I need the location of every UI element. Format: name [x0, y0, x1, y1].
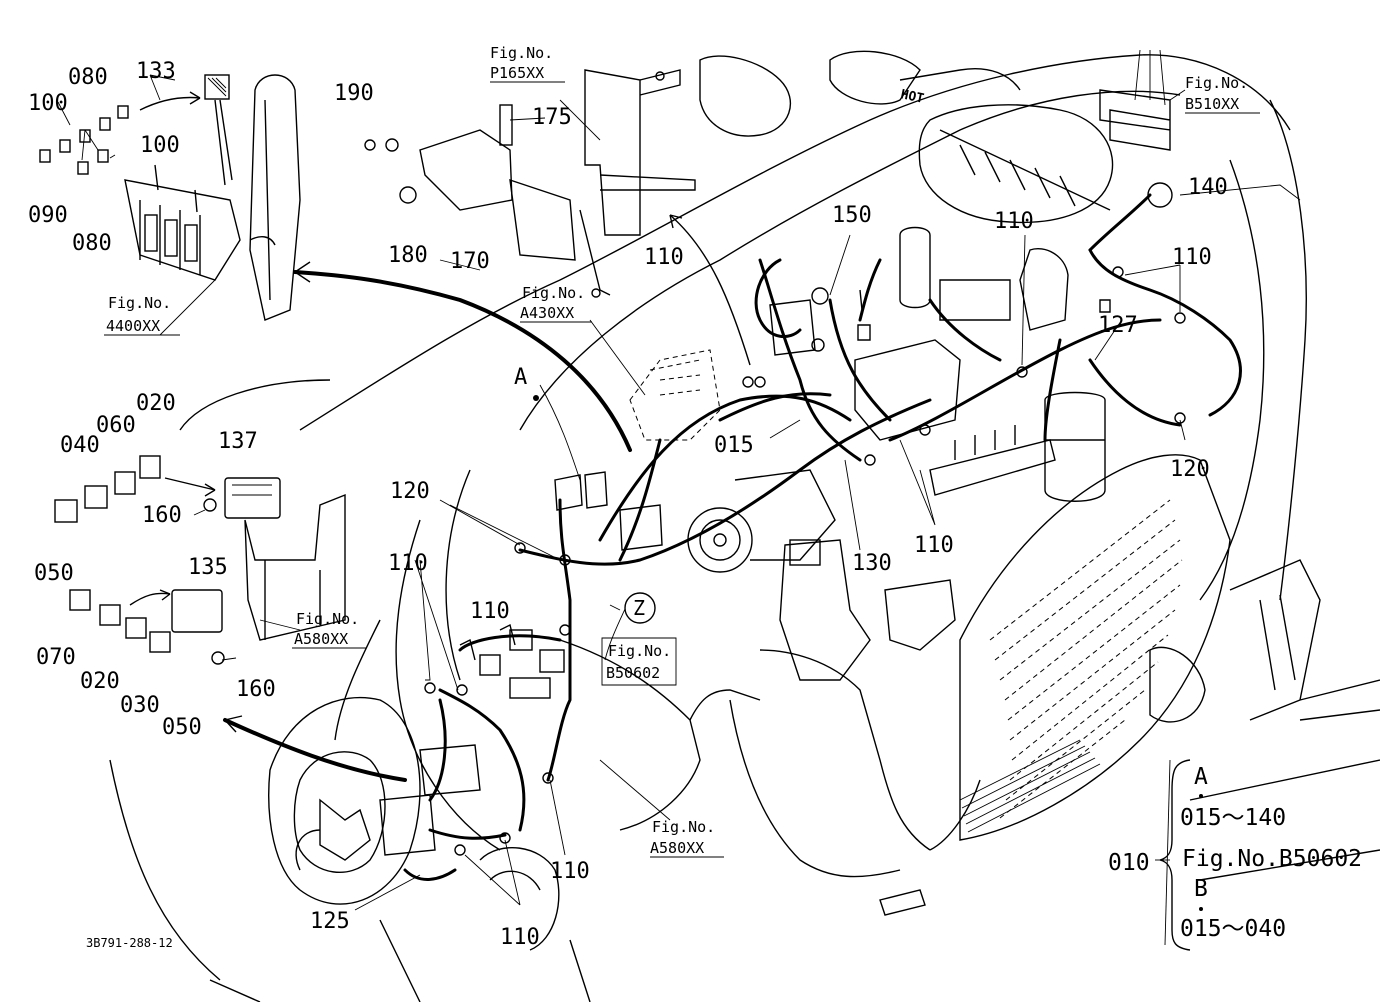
part-number-020: 020: [136, 391, 176, 416]
part-number-175: 175: [532, 105, 572, 130]
wiring-harness: [403, 193, 1242, 881]
part-number-170: 170: [450, 249, 490, 274]
part-number-030: 030: [120, 693, 160, 718]
part-number-125: 125: [310, 909, 350, 934]
fig-ref-label: Fig.No.: [490, 44, 553, 62]
callout-labels: A Z HOT: [514, 87, 925, 620]
part-number-050: 050: [34, 561, 74, 586]
fig-ref-code: 4400XX: [106, 317, 160, 335]
harness-clamps: [424, 266, 1186, 856]
figure-reference-labels: Fig.No. P165XX Fig.No. B510XX Fig.No. 44…: [106, 44, 1248, 857]
fig-ref-label: Fig.No.: [108, 294, 171, 312]
callout-a-label: A: [514, 365, 527, 390]
grille-slots: [989, 499, 1183, 819]
part-number-190: 190: [334, 81, 374, 106]
part-number-180: 180: [388, 243, 428, 268]
part-number-135: 135: [188, 555, 228, 580]
fig-ref-code: A580XX: [294, 630, 348, 648]
leader-lines: [57, 74, 1301, 946]
legend-brace: [1159, 759, 1191, 951]
part-number-140: 140: [1188, 175, 1228, 200]
part-number-070: 070: [36, 645, 76, 670]
part-number-060: 060: [96, 413, 136, 438]
fig-ref-code: B50602: [606, 664, 660, 682]
part-number-110: 110: [550, 859, 590, 884]
callout-z-label: Z: [633, 596, 645, 620]
part-number-160: 160: [142, 503, 182, 528]
part-number-080: 080: [68, 65, 108, 90]
drawing-code: 3B791-288-12: [86, 936, 173, 950]
part-number-100: 100: [140, 133, 180, 158]
part-number-110: 110: [644, 245, 684, 270]
legend-fig-ref: Fig.No.B50602: [1182, 846, 1362, 872]
components: [39, 49, 1173, 871]
legend: 010 A 015～140 Fig.No.B50602 B 015～040: [1108, 764, 1362, 942]
engine-body-outline: [109, 50, 1380, 1002]
part-number-150: 150: [832, 203, 872, 228]
part-number-110: 110: [914, 533, 954, 558]
fig-ref-code: P165XX: [490, 64, 544, 82]
part-number-110: 110: [388, 551, 428, 576]
legend-b-label: B: [1194, 876, 1208, 902]
part-number-120: 120: [1170, 457, 1210, 482]
figure-ref-underlines: [104, 81, 1260, 858]
legend-b-range: 015～040: [1180, 916, 1286, 942]
part-number-labels: 133 080 100 100 090 080 190 175 180 170 …: [28, 59, 1228, 950]
part-number-090: 090: [28, 203, 68, 228]
part-number-100: 100: [28, 91, 68, 116]
part-number-110: 110: [994, 209, 1034, 234]
part-number-110: 110: [470, 599, 510, 624]
part-number-015: 015: [714, 433, 754, 458]
part-number-020: 020: [80, 669, 120, 694]
fig-ref-code: A430XX: [520, 304, 574, 322]
callout-z-circle: [624, 592, 656, 624]
fig-ref-code: A580XX: [650, 839, 704, 857]
fig-ref-label: Fig.No.: [652, 818, 715, 836]
legend-a-label: A: [1194, 764, 1208, 790]
fig-ref-label: Fig.No.: [1185, 74, 1248, 92]
part-number-133: 133: [136, 59, 176, 84]
fig-ref-code: B510XX: [1185, 95, 1239, 113]
part-number-130: 130: [852, 551, 892, 576]
part-number-137: 137: [218, 429, 258, 454]
fig-ref-label: Fig.No.: [608, 642, 671, 660]
fig-ref-label: Fig.No.: [296, 610, 359, 628]
legend-a-range: 015～140: [1180, 805, 1286, 831]
legend-main-number: 010: [1108, 850, 1150, 876]
engine-hot-stamp: HOT: [899, 87, 925, 107]
part-number-127: 127: [1098, 313, 1138, 338]
part-number-040: 040: [60, 433, 100, 458]
part-number-110: 110: [1172, 245, 1212, 270]
part-number-110: 110: [500, 925, 540, 950]
part-number-080: 080: [72, 231, 112, 256]
part-number-120: 120: [390, 479, 430, 504]
part-number-160: 160: [236, 677, 276, 702]
callouts: [533, 395, 656, 624]
fig-ref-label: Fig.No.: [522, 284, 585, 302]
part-number-050: 050: [162, 715, 202, 740]
